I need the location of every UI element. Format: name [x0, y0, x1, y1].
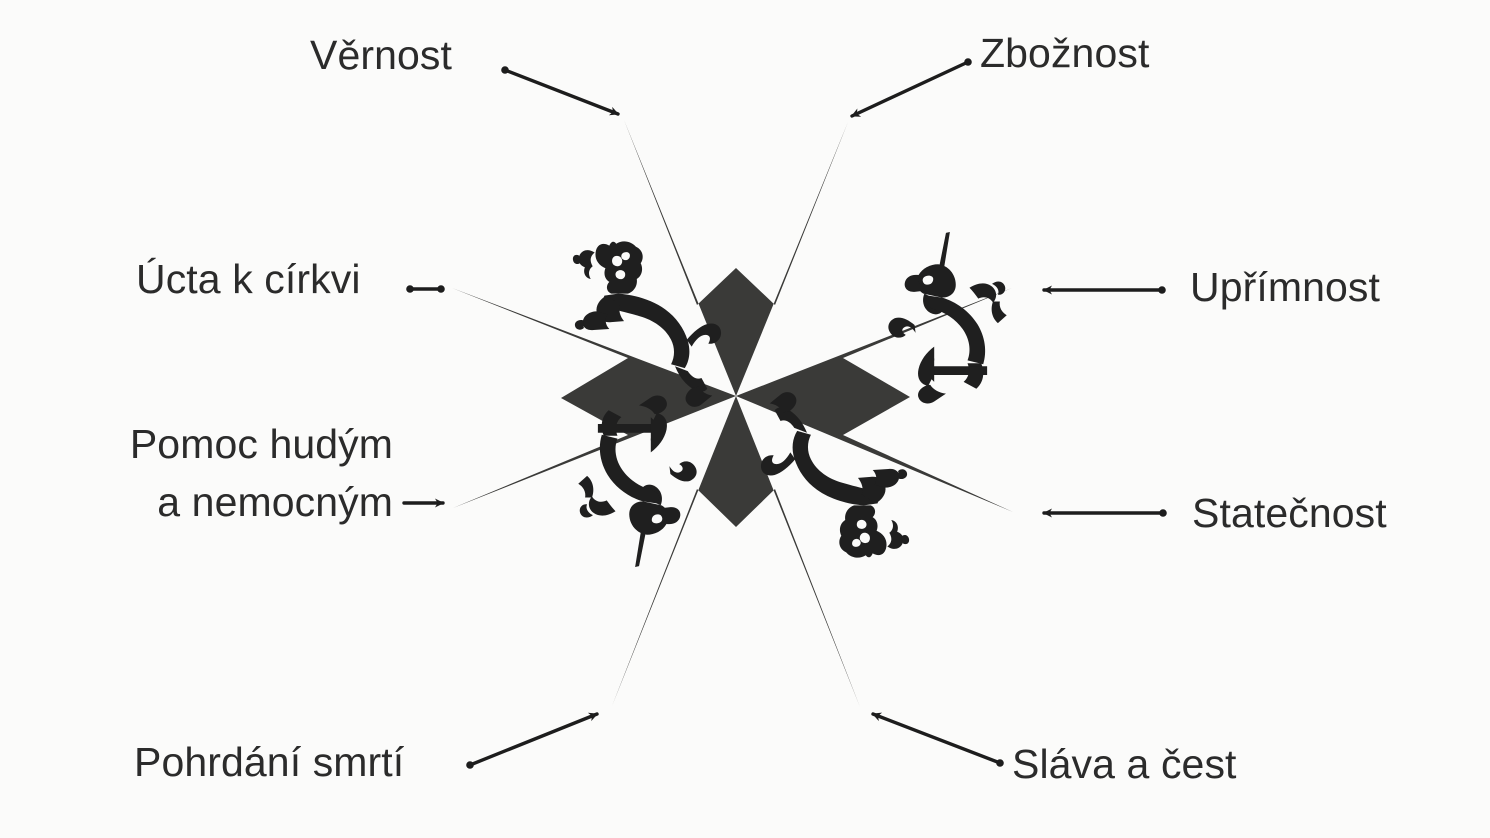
- connector-slava: [871, 712, 1004, 767]
- cross-arm-top: [624, 120, 848, 396]
- cross-arm-left: [452, 288, 736, 508]
- label-slava-a-cest: Sláva a čest: [1012, 741, 1237, 787]
- label-zboznost: Zbožnost: [980, 30, 1150, 76]
- label-vernost: Věrnost: [310, 32, 452, 78]
- label-pomoc-hudym-a-nemocnym: Pomoc hudým a nemocným: [129, 421, 393, 526]
- connector-ucta: [406, 285, 445, 293]
- connector-uprimnost: [1042, 285, 1166, 295]
- label-ucta-k-cirkvi: Úcta k církvi: [136, 256, 361, 302]
- lion-lower-right: [760, 392, 910, 558]
- lion-upper-left: [572, 241, 722, 407]
- maltese-cross-shape: [452, 120, 1013, 707]
- unicorn-lower-left: [578, 395, 697, 568]
- label-uprimnost: Upřímnost: [1190, 264, 1381, 310]
- label-statecnost: Statečnost: [1192, 490, 1387, 536]
- cross-arm-right: [736, 288, 1013, 512]
- connector-vernost: [501, 66, 620, 116]
- unicorn-upper-right: [888, 231, 1007, 404]
- connector-statecnost: [1042, 508, 1167, 518]
- connector-pohrdani: [466, 712, 599, 769]
- label-pohrdani-smrti: Pohrdání smrtí: [134, 739, 405, 785]
- connector-zboznost: [850, 58, 972, 118]
- cross-arm-bottom: [612, 396, 860, 707]
